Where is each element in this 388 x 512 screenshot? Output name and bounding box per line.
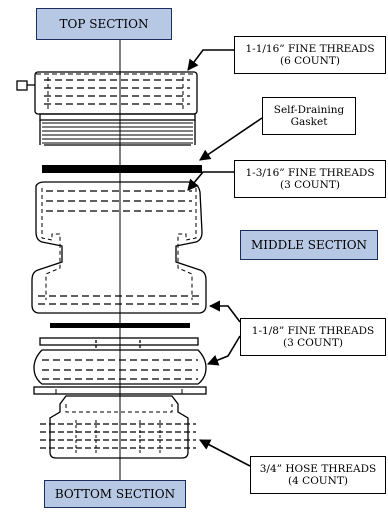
middle-lower-threads [38, 295, 200, 305]
callout-middle-threads-line2: (3 COUNT) [280, 179, 340, 191]
callout-gasket-line2: Gasket [290, 116, 328, 128]
top-section-label: TOP SECTION [36, 8, 172, 40]
self-draining-gasket [42, 165, 202, 173]
callout-hose-threads-line1: 3/4” HOSE THREADS [259, 463, 377, 475]
leader-middle-lower-threads [208, 300, 241, 323]
callout-hose-threads-line2: (4 COUNT) [288, 475, 348, 487]
callout-hose-threads: 3/4” HOSE THREADS (4 COUNT) [250, 456, 386, 494]
hose-thread-rows [40, 423, 196, 449]
middle-section-label: MIDDLE SECTION [240, 230, 378, 260]
callout-lower-threads-line2: (3 COUNT) [283, 337, 343, 349]
bottom-section-label: BOTTOM SECTION [44, 480, 186, 508]
leader-collar-threads [206, 335, 241, 366]
bottom-section-part [33, 386, 207, 459]
middle-body [31, 181, 207, 314]
callout-middle-threads: 1-3/16” FINE THREADS (3 COUNT) [234, 160, 386, 198]
callout-gasket: Self-Draining Gasket [262, 97, 356, 135]
leader-top-threads [187, 49, 234, 71]
leader-hose-threads [199, 439, 251, 467]
callout-lower-threads-line1: 1-1/8” FINE THREADS [251, 325, 375, 337]
top-body [34, 71, 198, 115]
side-knob [16, 80, 28, 91]
callout-lower-threads: 1-1/8” FINE THREADS (3 COUNT) [240, 318, 386, 356]
top-section-part [16, 71, 198, 146]
middle-section-part [31, 181, 207, 314]
leader-lines [187, 49, 263, 467]
callout-top-threads: 1-1/16” FINE THREADS (6 COUNT) [234, 36, 386, 74]
leader-gasket [199, 117, 263, 161]
bottom-body [49, 395, 189, 459]
top-thread-rows [44, 79, 190, 105]
callout-top-threads-line2: (6 COUNT) [280, 55, 340, 67]
lower-threaded-ring [33, 349, 207, 385]
callout-top-threads-line1: 1-1/16” FINE THREADS [245, 43, 375, 55]
callout-middle-threads-line1: 1-3/16” FINE THREADS [245, 167, 375, 179]
middle-upper-threads [46, 190, 192, 212]
callout-gasket-line1: Self-Draining [273, 104, 345, 116]
leader-middle-threads [187, 171, 234, 191]
